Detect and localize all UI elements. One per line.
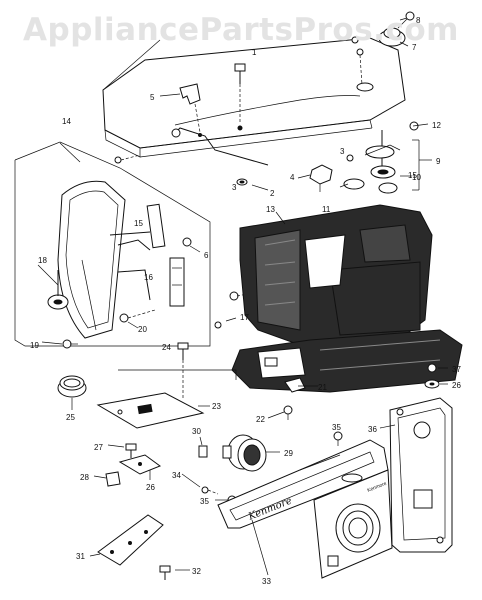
part-label-8: 8	[416, 16, 421, 25]
part-label-2: 2	[270, 189, 275, 198]
part-label-22: 22	[256, 415, 265, 424]
bracket-5	[179, 83, 201, 133]
part-label-32: 32	[192, 567, 201, 576]
part-label-11: 11	[322, 205, 331, 214]
wire-bracket-2	[114, 127, 269, 166]
part-label-27: 27	[94, 443, 103, 452]
part-label-34: 34	[172, 471, 181, 480]
part-label-25: 25	[66, 413, 75, 422]
screw-19	[62, 339, 78, 349]
part-label-28: 28	[80, 473, 89, 482]
part-label-18: 18	[38, 256, 47, 265]
part-label-20: 20	[138, 325, 147, 334]
part-label-7: 7	[412, 43, 417, 52]
thread-guide-4	[309, 164, 333, 192]
part-label-29: 29	[284, 449, 293, 458]
part-label-35-lower: 35	[200, 497, 209, 506]
back-plate-36	[389, 397, 453, 553]
pin-30	[198, 445, 208, 458]
part-label-36: 36	[368, 425, 377, 434]
screw-24	[118, 342, 237, 398]
knob-assembly	[351, 11, 415, 86]
tension-assembly	[343, 121, 420, 194]
front-panel-33	[217, 439, 393, 579]
part-label-19: 19	[30, 341, 39, 350]
part-label-30: 30	[192, 427, 201, 436]
part-label-21: 21	[318, 383, 327, 392]
part-label-15: 15	[134, 219, 143, 228]
part-label-16: 16	[144, 273, 153, 282]
side-cover-14	[57, 180, 126, 339]
side-mechanism	[109, 203, 259, 329]
washer-26-right	[424, 379, 440, 389]
main-body-casting	[231, 204, 463, 393]
clip-21	[284, 377, 306, 393]
part-label-3-right: 3	[340, 147, 345, 156]
part-label-6: 6	[204, 251, 209, 260]
part-label-14: 14	[62, 117, 71, 126]
part-label-5: 5	[150, 93, 155, 102]
spool-pin-18	[47, 270, 69, 310]
part-label-33: 33	[262, 577, 271, 586]
part-label-3-left: 3	[232, 183, 237, 192]
screw-35-top	[333, 431, 343, 446]
part-label-15-upper: 15	[408, 171, 417, 180]
part-label-13: 13	[266, 205, 275, 214]
top-cover	[102, 37, 406, 158]
part-label-10: 10	[412, 173, 421, 182]
part-label-4: 4	[290, 173, 295, 182]
screw-27	[125, 443, 137, 458]
bottom-plate-31	[97, 514, 164, 566]
panel-outline-14	[14, 39, 211, 347]
part-label-35: 35	[332, 423, 341, 432]
screw-1	[234, 63, 246, 122]
screw-22	[283, 405, 293, 420]
part-label-17: 17	[240, 313, 249, 322]
bobbin-ring-25	[57, 375, 87, 398]
screw-32	[159, 565, 171, 580]
washer-3-left	[236, 178, 248, 186]
part-label-37: 37	[452, 365, 461, 374]
block-28	[105, 471, 121, 487]
part-label-26: 26	[146, 483, 155, 492]
feed-plate-26	[118, 454, 162, 475]
slide-plate-23	[96, 392, 205, 429]
part-label-1: 1	[252, 48, 257, 57]
dial-29	[222, 434, 267, 472]
part-label-12: 12	[432, 121, 441, 130]
part-label-26-right: 26	[452, 381, 461, 390]
screw-37	[427, 363, 437, 373]
part-label-23: 23	[212, 402, 221, 411]
leader-lines	[37, 17, 448, 576]
screw-34	[201, 486, 219, 495]
part-label-31: 31	[76, 552, 85, 561]
part-label-24: 24	[162, 343, 171, 352]
part-label-9: 9	[436, 157, 441, 166]
